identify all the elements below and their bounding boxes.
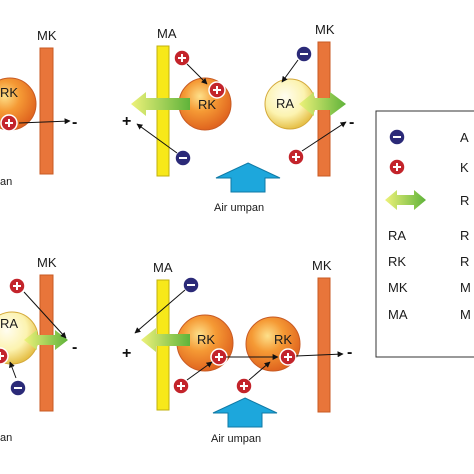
anion-ion: [174, 149, 192, 167]
cation-ion: [0, 347, 9, 365]
migration-arrow: [136, 123, 178, 154]
anion-icon: [388, 128, 406, 146]
mk-label: MK: [312, 258, 332, 273]
cation-ion: [173, 49, 191, 67]
feed-label-partial: an: [0, 176, 12, 188]
minus-sign: -: [72, 114, 77, 131]
anion-membrane: [156, 45, 170, 177]
feed-arrow-icon: [215, 162, 281, 193]
legend-key: MK: [388, 280, 408, 295]
panel-top-middle: MA MK RK RA +: [122, 22, 354, 214]
cation-ion: [172, 377, 190, 395]
legend-text: R: [460, 228, 469, 243]
legend-key: RK: [388, 254, 406, 269]
minus-sign: -: [349, 114, 354, 131]
rk-label: RK: [198, 97, 216, 112]
rk-label: RK: [197, 332, 215, 347]
anion-ion: [182, 276, 200, 294]
legend: A K R RA R RK R MK M MA M: [375, 110, 474, 358]
migration-arrow: [18, 118, 71, 125]
legend-key: MA: [388, 307, 408, 322]
cation-membrane: [317, 277, 331, 413]
legend-text: M: [460, 307, 471, 322]
cation-ion: [279, 348, 297, 366]
legend-text: A: [460, 130, 469, 145]
feed-label-partial: an: [0, 432, 12, 444]
plus-sign: +: [122, 113, 131, 130]
feed-arrow-icon: [212, 397, 278, 428]
rk-label: RK: [0, 85, 18, 100]
ma-label: MA: [157, 26, 177, 41]
migration-arrow: [186, 63, 208, 85]
ra-label: RA: [276, 96, 294, 111]
migration-arrow: [295, 351, 344, 358]
migration-arrow: [186, 361, 213, 381]
cation-icon: [388, 158, 406, 176]
feed-label: Air umpan: [214, 202, 264, 214]
panel-bottom-middle: MA MK RK RK -: [122, 258, 352, 445]
legend-text: R: [460, 193, 469, 208]
minus-sign: -: [347, 344, 352, 361]
mk-label: MK: [315, 22, 335, 37]
double-arrow-icon: [299, 92, 346, 116]
cation-ion: [0, 114, 18, 132]
minus-sign: -: [72, 339, 77, 356]
mk-label: MK: [37, 28, 57, 43]
double-arrow-icon: [385, 190, 426, 210]
cation-ion: [287, 148, 305, 166]
migration-arrow: [248, 361, 271, 381]
rk-label: RK: [274, 332, 292, 347]
cation-ion: [208, 81, 226, 99]
cation-ion: [8, 277, 26, 295]
feed-label: Air umpan: [211, 433, 261, 445]
legend-box: [375, 110, 474, 358]
legend-text: R: [460, 254, 469, 269]
double-arrow-icon: [141, 328, 190, 352]
migration-arrow: [281, 59, 299, 83]
legend-key: RA: [388, 228, 406, 243]
ma-label: MA: [153, 260, 173, 275]
double-arrow-icon: [131, 92, 190, 116]
ra-label: RA: [0, 316, 18, 331]
legend-text: M: [460, 280, 471, 295]
anion-ion: [295, 45, 313, 63]
cation-ion: [210, 348, 228, 366]
migration-arrow: [134, 289, 186, 334]
migration-arrow: [301, 121, 347, 152]
anion-ion: [9, 379, 27, 397]
legend-text: K: [460, 160, 469, 175]
migration-arrow: [23, 291, 67, 339]
cation-ion: [235, 377, 253, 395]
cation-membrane: [39, 47, 54, 175]
plus-sign: +: [122, 345, 131, 362]
panel-bottom-left: MK RA - an: [0, 255, 77, 444]
mk-label: MK: [37, 255, 57, 270]
double-arrow-icon: [24, 330, 68, 350]
migration-arrow: [9, 361, 17, 379]
panel-top-left: MK RK - an: [0, 28, 77, 188]
